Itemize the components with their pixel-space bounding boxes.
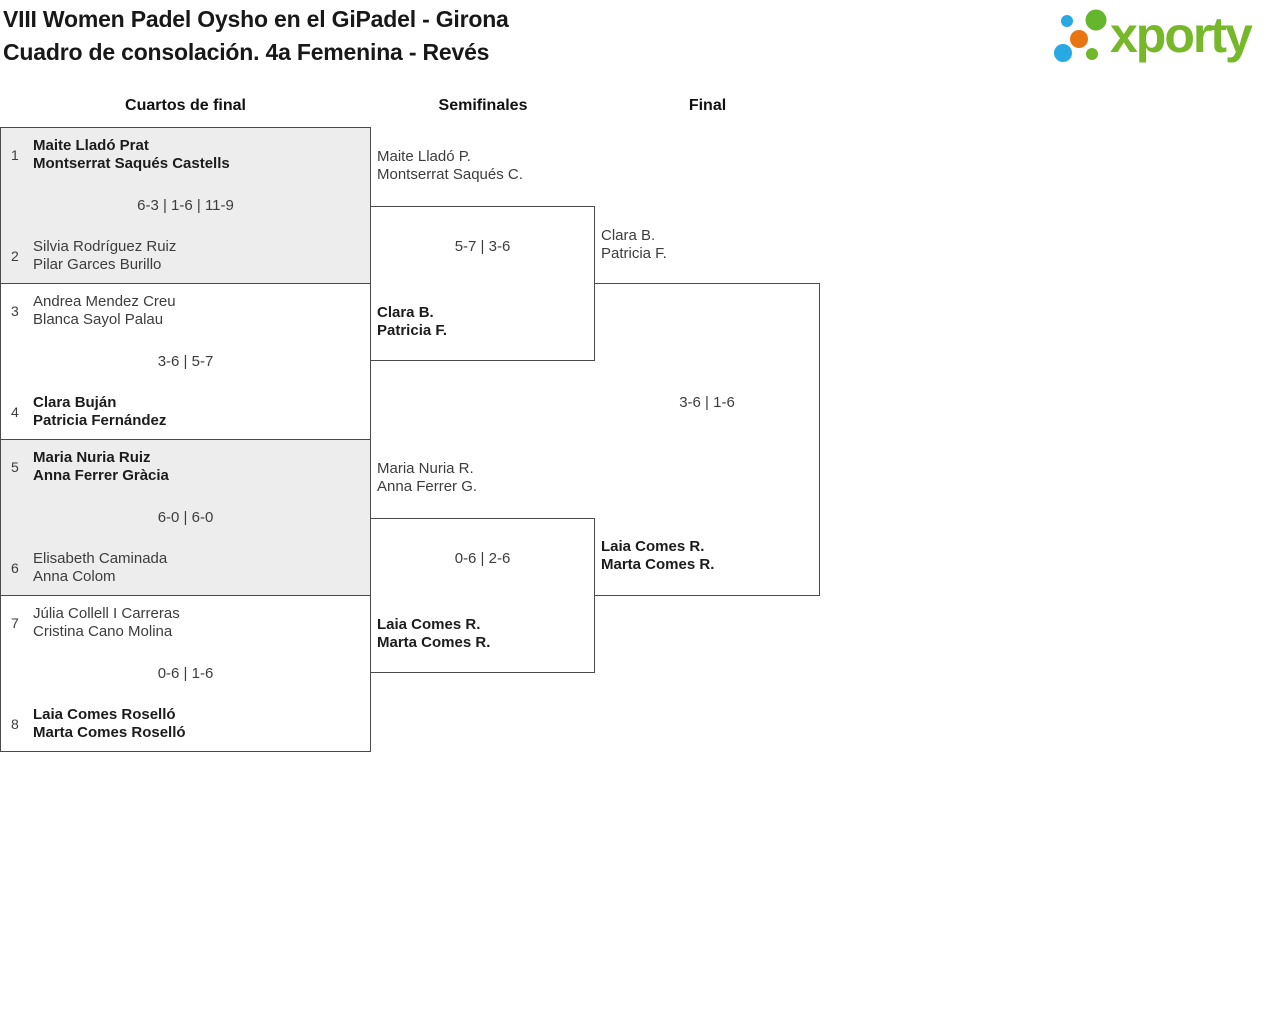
player-name: Júlia Collell I Carreras: [33, 605, 180, 622]
seed-number: 3: [11, 303, 19, 319]
player-name: Laia Comes Roselló: [33, 706, 176, 723]
team-names: Clara Buján Patricia Fernández: [33, 394, 166, 430]
xporty-logo-wordmark: xporty: [1110, 7, 1253, 63]
player-name: Laia Comes R.: [377, 616, 481, 633]
quarterfinal-match-1: 1 Maite Lladó Prat Montserrat Saqués Cas…: [0, 127, 371, 284]
player-name: Anna Colom: [33, 568, 116, 585]
seed-number: 1: [11, 147, 19, 163]
player-name: Maite Lladó P.: [377, 148, 471, 165]
tournament-title: VIII Women Padel Oysho en el GiPadel - G…: [3, 6, 509, 32]
xporty-logo[interactable]: xporty: [1048, 2, 1278, 66]
seed-number: 7: [11, 615, 19, 631]
round-header-quarterfinals: Cuartos de final: [125, 97, 246, 114]
team-names: Andrea Mendez Creu Blanca Sayol Palau: [33, 293, 176, 329]
xporty-logo-dots-icon: [1054, 9, 1107, 62]
sf2-team-bottom: Laia Comes R. Marta Comes R.: [377, 616, 490, 652]
team-slot: 1 Maite Lladó Prat Montserrat Saqués Cas…: [9, 137, 362, 173]
player-name: Andrea Mendez Creu: [33, 293, 176, 310]
team-names: Silvia Rodríguez Ruiz Pilar Garces Buril…: [33, 238, 176, 274]
team-slot: 2 Silvia Rodríguez Ruiz Pilar Garces Bur…: [9, 238, 362, 274]
match-score: 3-6 | 5-7: [157, 353, 214, 370]
team-names: Maria Nuria Ruiz Anna Ferrer Gràcia: [33, 449, 169, 485]
player-name: Silvia Rodríguez Ruiz: [33, 238, 177, 255]
player-name: Marta Comes Roselló: [33, 724, 186, 741]
final-match-box: [594, 283, 820, 596]
team-names: Maite Lladó Prat Montserrat Saqués Caste…: [33, 137, 230, 173]
player-name: Patricia Fernández: [33, 412, 167, 429]
player-name: Blanca Sayol Palau: [33, 311, 164, 328]
seed-number: 4: [11, 404, 19, 420]
match-score: 6-3 | 1-6 | 11-9: [137, 197, 234, 214]
player-name: Marta Comes R.: [377, 634, 491, 651]
sf1-team-top: Maite Lladó P. Montserrat Saqués C.: [377, 148, 523, 184]
player-name: Montserrat Saqués C.: [377, 166, 523, 183]
seed-number: 2: [11, 248, 19, 264]
round-header-final: Final: [688, 97, 727, 114]
player-name: Elisabeth Caminada: [33, 550, 168, 567]
match-score: 0-6 | 1-6: [157, 665, 214, 682]
player-name: Patricia F.: [377, 322, 448, 339]
team-slot: 7 Júlia Collell I Carreras Cristina Cano…: [9, 605, 362, 641]
team-slot: 6 Elisabeth Caminada Anna Colom: [9, 550, 362, 586]
draw-subtitle: Cuadro de consolación. 4a Femenina - Rev…: [3, 39, 490, 65]
player-name: Patricia F.: [601, 245, 667, 262]
seed-number: 6: [11, 560, 19, 576]
player-name: Maria Nuria R.: [377, 460, 474, 477]
player-name: Clara B.: [377, 304, 434, 321]
quarterfinal-match-4: 7 Júlia Collell I Carreras Cristina Cano…: [0, 595, 371, 752]
player-name: Cristina Cano Molina: [33, 623, 173, 640]
team-names: Laia Comes Roselló Marta Comes Roselló: [33, 706, 186, 742]
final-score: 3-6 | 1-6: [679, 394, 735, 411]
match-score: 6-0 | 6-0: [157, 509, 214, 526]
sf2-team-top: Maria Nuria R. Anna Ferrer G.: [377, 460, 477, 496]
team-slot: 3 Andrea Mendez Creu Blanca Sayol Palau: [9, 293, 362, 329]
team-slot: 4 Clara Buján Patricia Fernández: [9, 394, 362, 430]
player-name: Maite Lladó Prat: [33, 137, 149, 154]
final-team-top: Clara B. Patricia F.: [601, 227, 667, 263]
team-names: Elisabeth Caminada Anna Colom: [33, 550, 167, 586]
player-name: Marta Comes R.: [601, 556, 715, 573]
page-title: VIII Women Padel Oysho en el GiPadel - G…: [3, 3, 509, 69]
player-name: Pilar Garces Burillo: [33, 256, 162, 273]
player-name: Maria Nuria Ruiz: [33, 449, 151, 466]
seed-number: 5: [11, 459, 19, 475]
player-name: Montserrat Saqués Castells: [33, 155, 230, 172]
team-slot: 5 Maria Nuria Ruiz Anna Ferrer Gràcia: [9, 449, 362, 485]
team-slot: 8 Laia Comes Roselló Marta Comes Roselló: [9, 706, 362, 742]
player-name: Anna Ferrer Gràcia: [33, 467, 169, 484]
player-name: Laia Comes R.: [601, 538, 705, 555]
final-team-bottom: Laia Comes R. Marta Comes R.: [601, 538, 714, 574]
player-name: Clara B.: [601, 227, 656, 244]
sf1-score: 5-7 | 3-6: [454, 238, 511, 255]
player-name: Anna Ferrer G.: [377, 478, 478, 495]
team-names: Júlia Collell I Carreras Cristina Cano M…: [33, 605, 180, 641]
quarterfinal-match-2: 3 Andrea Mendez Creu Blanca Sayol Palau …: [0, 283, 371, 440]
round-header-semifinals: Semifinales: [438, 97, 528, 114]
sf2-score: 0-6 | 2-6: [454, 550, 511, 567]
sf1-team-bottom: Clara B. Patricia F.: [377, 304, 447, 340]
seed-number: 8: [11, 716, 19, 732]
player-name: Clara Buján: [33, 394, 117, 411]
quarterfinal-match-3: 5 Maria Nuria Ruiz Anna Ferrer Gràcia 6-…: [0, 439, 371, 596]
